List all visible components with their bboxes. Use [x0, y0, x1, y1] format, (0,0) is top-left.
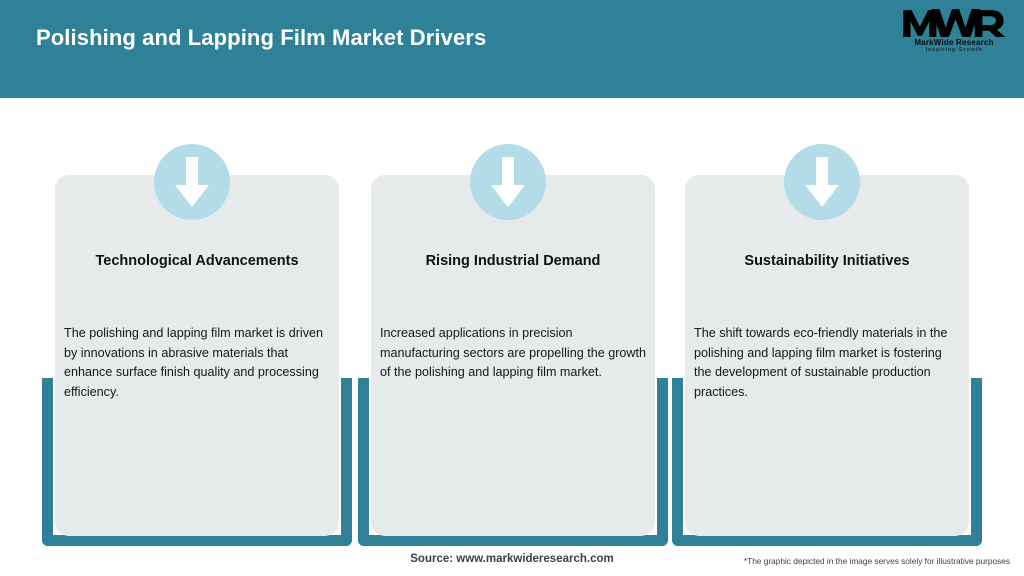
- logo-tagline: Inspiring Growth: [925, 47, 983, 53]
- driver-card-2: Rising Industrial Demand Increased appli…: [358, 98, 674, 558]
- down-arrow-icon: [784, 144, 860, 220]
- header-bar: [0, 0, 1024, 98]
- driver-card-1: Technological Advancements The polishing…: [42, 98, 358, 558]
- source-label: Source: www.markwideresearch.com: [410, 553, 614, 565]
- down-arrow-icon: [154, 144, 230, 220]
- card-title: Rising Industrial Demand: [425, 253, 601, 269]
- arrow-glyph: [805, 157, 839, 207]
- page-title: Polishing and Lapping Film Market Driver…: [36, 25, 487, 50]
- down-arrow-icon: [470, 144, 546, 220]
- card-panel: [685, 175, 969, 536]
- card-body-text: Increased applications in precision manu…: [380, 326, 647, 379]
- disclaimer-label: *The graphic depicted in the image serve…: [743, 556, 1010, 566]
- card-panel: [55, 175, 339, 536]
- card-bracket: [42, 378, 352, 546]
- card-bracket: [358, 378, 668, 546]
- driver-card-3: Sustainability Initiatives The shift tow…: [672, 98, 988, 558]
- card-bracket: [672, 378, 982, 546]
- logo-company-name: MarkWide Research: [914, 38, 994, 47]
- driver-cards-container: Technological Advancements The polishing…: [0, 98, 1024, 576]
- brand-logo: MarkWide Research Inspiring Growth: [902, 8, 1006, 58]
- card-panel: [371, 175, 655, 536]
- arrow-glyph: [491, 157, 525, 207]
- card-body-text: The polishing and lapping film market is…: [64, 326, 324, 399]
- card-title: Technological Advancements: [95, 253, 299, 269]
- arrow-glyph: [175, 157, 209, 207]
- card-title: Sustainability Initiatives: [744, 253, 910, 269]
- mwr-logo-icon: [903, 9, 1006, 37]
- card-body-text: The shift towards eco-friendly materials…: [694, 326, 948, 399]
